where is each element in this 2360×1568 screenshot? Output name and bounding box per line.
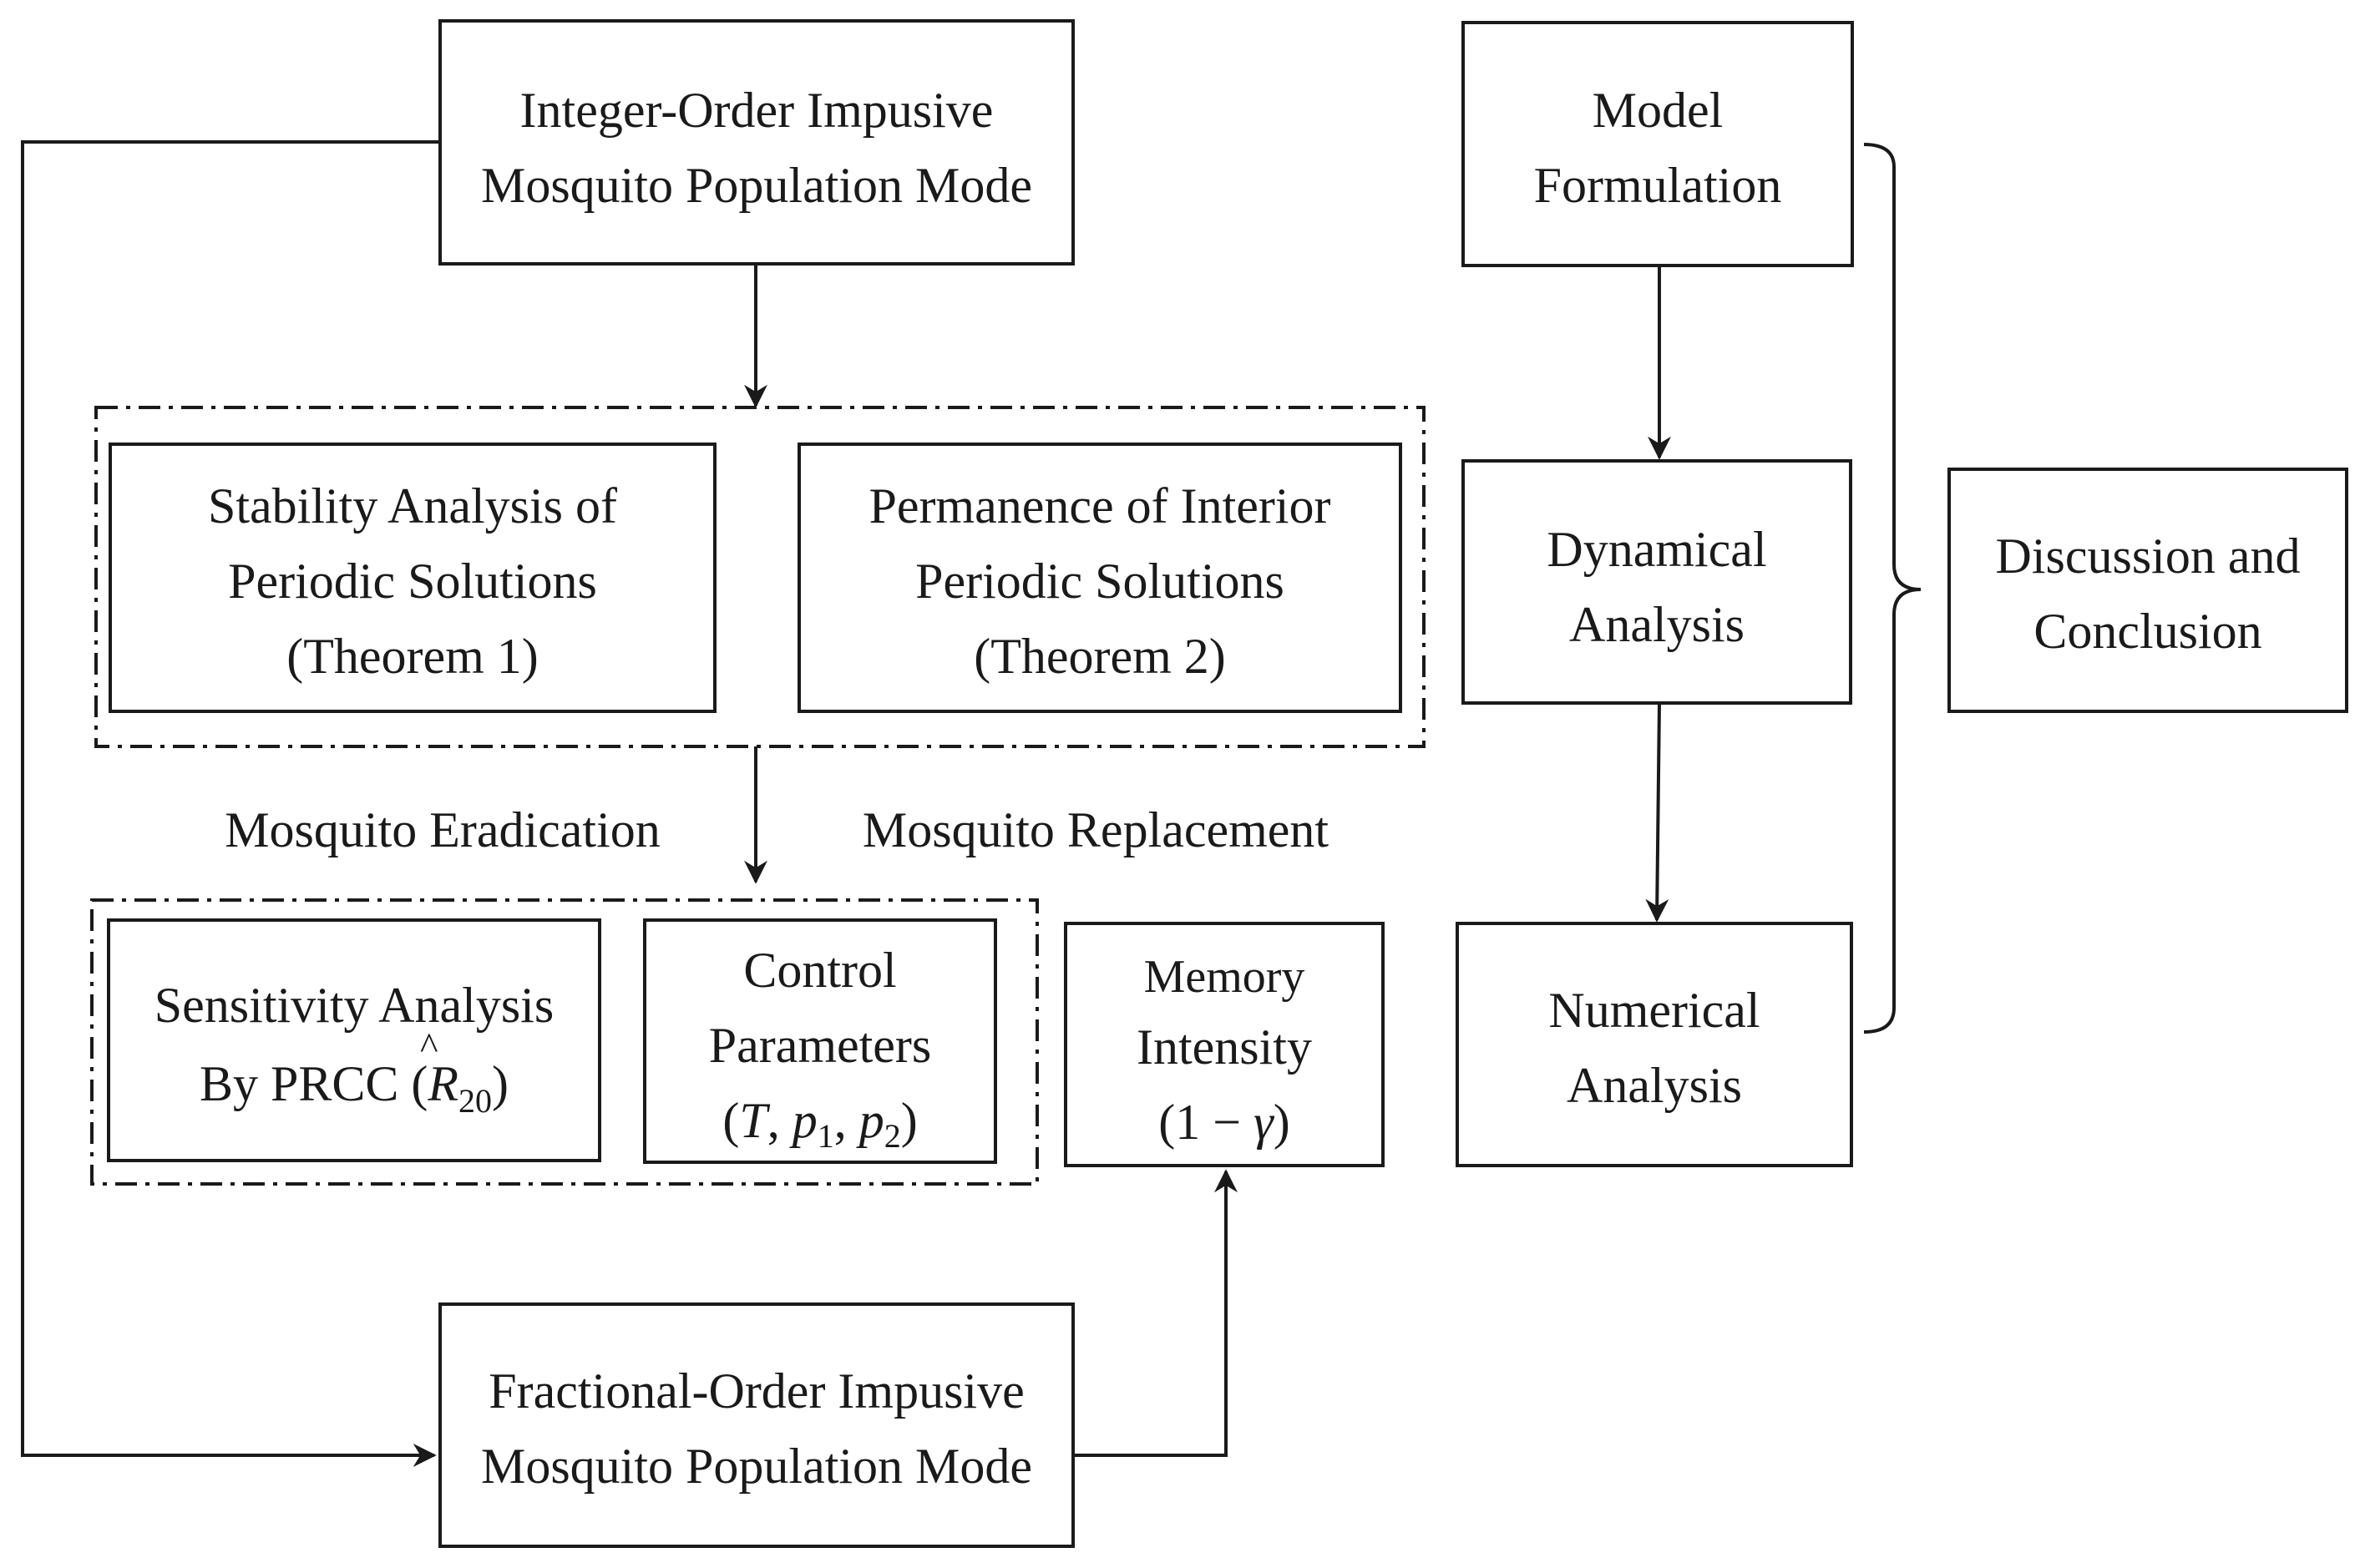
- node-fractional-order-model: Fractional-Order Impusive Mosquito Popul…: [438, 1302, 1075, 1548]
- brace-to-discussion: [1863, 143, 1922, 1034]
- formulation-line2: Formulation: [1534, 158, 1782, 213]
- sensitivity-symbol: R: [427, 1056, 458, 1111]
- node-model-formulation: Model Formulation: [1461, 21, 1854, 267]
- control-comma2: ,: [834, 1093, 859, 1148]
- control-var-p2: p: [856, 1093, 884, 1148]
- memory-suffix: ): [1274, 1095, 1290, 1150]
- numerical-line1: Numerical: [1548, 983, 1760, 1038]
- node-memory-intensity: Memory Intensity (1 − γ): [1064, 922, 1385, 1167]
- dynamical-line2: Analysis: [1569, 597, 1745, 652]
- edge-dynamical-to-numerical: [1645, 702, 1669, 923]
- permanence-line2: Periodic Solutions: [915, 554, 1284, 609]
- node-sensitivity-analysis: Sensitivity Analysis By PRCC (R20) ^: [107, 918, 601, 1162]
- sensitivity-prefix: By PRCC (: [200, 1056, 428, 1111]
- control-close: ): [901, 1093, 918, 1148]
- memory-line2: Intensity: [1137, 1019, 1312, 1075]
- discussion-line2: Conclusion: [2033, 604, 2261, 659]
- permanence-line1: Permanence of Interior: [869, 478, 1330, 534]
- fractional-model-line1: Fractional-Order Impusive: [489, 1363, 1024, 1419]
- control-line2: Parameters: [709, 1018, 932, 1073]
- control-open: (: [722, 1093, 739, 1148]
- node-permanence: Permanence of Interior Periodic Solution…: [798, 443, 1402, 713]
- stability-line3: (Theorem 1): [286, 629, 539, 684]
- control-comma1: ,: [767, 1093, 793, 1148]
- edges: [21, 140, 1922, 1467]
- node-stability-analysis: Stability Analysis of Periodic Solutions…: [109, 443, 717, 713]
- sensitivity-suffix: ): [492, 1056, 509, 1111]
- memory-line3: (1 − γ): [1158, 1095, 1289, 1150]
- edge-fractional-to-memory: [1073, 1169, 1238, 1457]
- control-var-t: T: [739, 1093, 770, 1148]
- discussion-line1: Discussion and: [1996, 529, 2301, 584]
- stability-line1: Stability Analysis of: [208, 478, 617, 534]
- numerical-line2: Analysis: [1567, 1058, 1742, 1113]
- memory-symbol: γ: [1253, 1095, 1274, 1150]
- sensitivity-line1: Sensitivity Analysis: [154, 978, 554, 1033]
- permanence-line3: (Theorem 2): [974, 629, 1226, 684]
- group-eradication-replacement-analysis: [94, 406, 1426, 748]
- memory-prefix: (1 −: [1158, 1095, 1253, 1150]
- node-integer-order-model: Integer-Order Impusive Mosquito Populati…: [438, 19, 1075, 266]
- label-mosquito-replacement: Mosquito Replacement: [863, 802, 1329, 857]
- edge-integer-to-fractional: [21, 140, 440, 1467]
- node-discussion-conclusion: Discussion and Conclusion: [1947, 468, 2348, 713]
- dynamical-line1: Dynamical: [1547, 522, 1766, 577]
- control-var-p1: p: [789, 1093, 818, 1148]
- label-mosquito-eradication: Mosquito Eradication: [225, 802, 661, 857]
- control-line3: (T, p1, p2): [722, 1093, 917, 1155]
- control-sub1: 1: [818, 1117, 834, 1155]
- sensitivity-line2: By PRCC (R20): [200, 1056, 509, 1120]
- integer-model-line2: Mosquito Population Mode: [481, 158, 1032, 213]
- group-eradication-controls: [90, 898, 1039, 1186]
- sensitivity-hat: ^: [420, 1024, 438, 1067]
- fractional-model-line2: Mosquito Population Mode: [481, 1439, 1032, 1494]
- integer-model-line1: Integer-Order Impusive: [520, 83, 994, 138]
- sensitivity-subscript: 20: [458, 1082, 492, 1120]
- formulation-line1: Model: [1593, 83, 1724, 138]
- stability-line2: Periodic Solutions: [228, 554, 597, 609]
- memory-line1: Memory: [1144, 951, 1305, 1003]
- node-dynamical-analysis: Dynamical Analysis: [1461, 459, 1852, 705]
- node-numerical-analysis: Numerical Analysis: [1456, 922, 1853, 1167]
- control-line1: Control: [743, 943, 896, 998]
- node-control-parameters: Control Parameters (T, p1, p2): [643, 918, 997, 1164]
- control-sub2: 2: [884, 1117, 901, 1155]
